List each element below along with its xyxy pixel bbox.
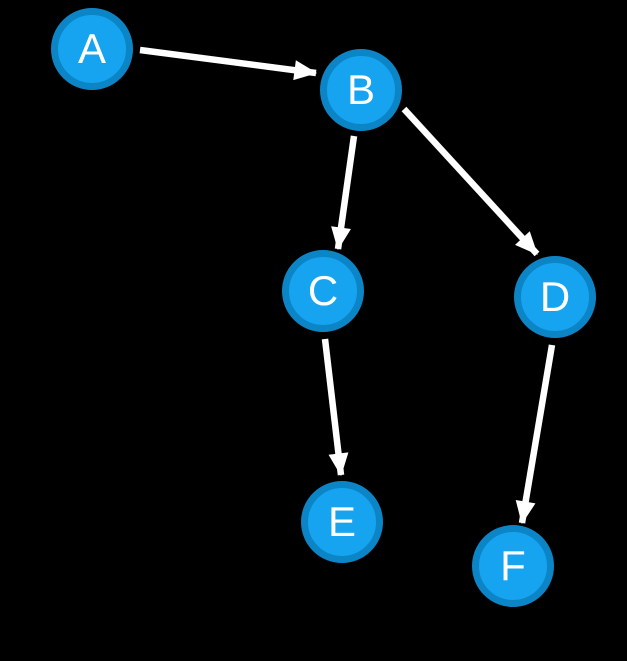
edge-B-D	[401, 106, 540, 257]
edge-B-C	[331, 135, 358, 251]
edge-A-B	[139, 46, 318, 81]
node-label: A	[77, 25, 106, 72]
node-label: C	[307, 267, 339, 314]
node-label: F	[500, 542, 526, 589]
edge-C-E	[321, 338, 349, 477]
graph-node-B[interactable]: B	[320, 49, 402, 131]
node-label: B	[346, 66, 375, 113]
graph-node-C[interactable]: C	[282, 250, 364, 332]
node-label: E	[327, 498, 356, 545]
graph-node-E[interactable]: E	[301, 481, 383, 563]
graph-node-D[interactable]: D	[514, 256, 596, 338]
node-label: D	[539, 273, 571, 320]
graph-node-F[interactable]: F	[472, 525, 554, 607]
graph-node-A[interactable]: A	[51, 8, 133, 90]
edge-D-F	[515, 344, 556, 525]
